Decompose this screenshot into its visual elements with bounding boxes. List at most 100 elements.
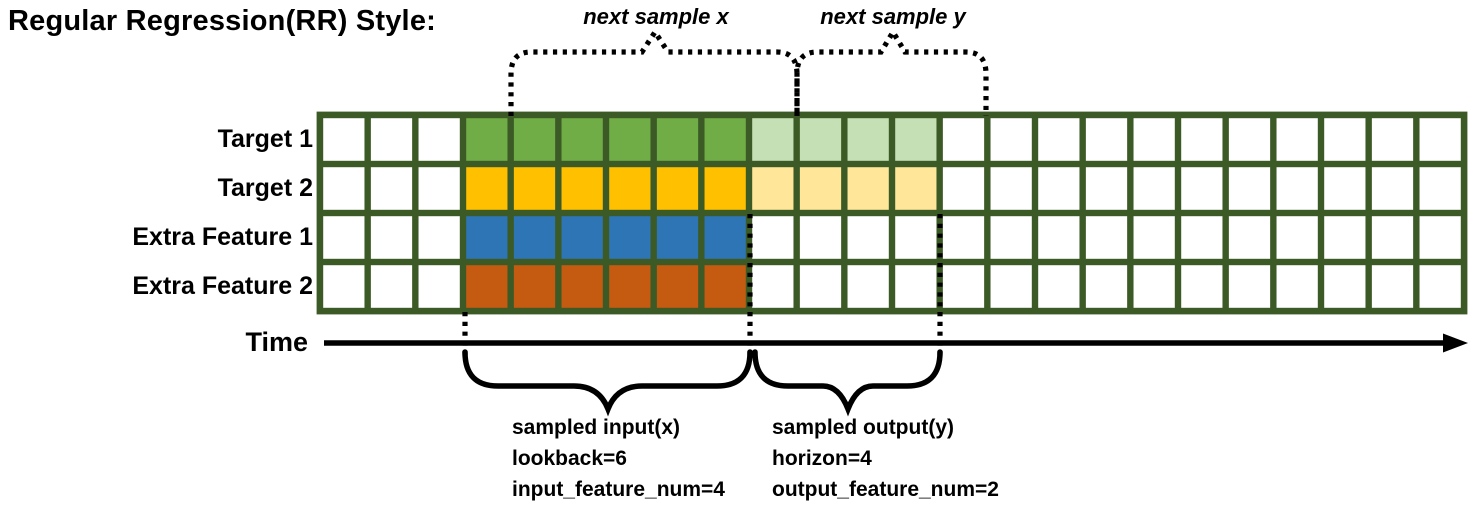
grid-cell bbox=[990, 216, 1032, 259]
grid-cell bbox=[609, 216, 651, 259]
grid-cell bbox=[847, 118, 889, 161]
grid-cell bbox=[1371, 216, 1414, 259]
lookback-value: lookback=6 bbox=[512, 447, 627, 470]
grid-cell bbox=[990, 265, 1032, 308]
grid-cell bbox=[466, 265, 508, 308]
sampled-output-annotation: sampled output(y) horizon=4 output_featu… bbox=[772, 412, 999, 505]
grid-cell bbox=[609, 118, 651, 161]
grid-cell bbox=[1085, 216, 1128, 259]
row-label-target-1: Target 1 bbox=[217, 125, 313, 153]
grid-cell bbox=[847, 265, 889, 308]
next-sample-x-label: next sample x bbox=[583, 4, 729, 29]
grid-cell bbox=[847, 167, 889, 210]
grid-cell bbox=[466, 216, 508, 259]
grid-cell bbox=[1181, 216, 1223, 259]
grid-cell bbox=[704, 216, 746, 259]
sampled-input-title: sampled input(x) bbox=[512, 416, 681, 439]
grid-cell bbox=[1133, 265, 1175, 308]
grid-cell bbox=[1419, 118, 1461, 161]
grid-cell bbox=[1276, 167, 1318, 210]
grid-cell bbox=[656, 167, 699, 210]
grid-cell bbox=[609, 265, 651, 308]
grid-cell bbox=[656, 118, 699, 161]
grid-cell bbox=[1085, 167, 1128, 210]
grid-cell bbox=[513, 118, 556, 161]
diagram-title: Regular Regression(RR) Style: bbox=[8, 5, 436, 37]
grid-cell bbox=[418, 216, 460, 259]
grid-cell bbox=[1133, 167, 1175, 210]
grid-cell bbox=[323, 265, 365, 308]
grid-cell bbox=[370, 118, 413, 161]
grid-cell bbox=[656, 265, 699, 308]
grid-cell bbox=[418, 167, 460, 210]
grid-cells bbox=[323, 118, 1461, 308]
grid-cell bbox=[370, 265, 413, 308]
row-label-extra-feature-2: Extra Feature 2 bbox=[132, 272, 313, 300]
sampled-output-title: sampled output(y) bbox=[772, 416, 954, 439]
grid-cell bbox=[513, 167, 556, 210]
sampled-input-brace bbox=[462, 349, 753, 417]
next-sample-y-label: next sample y bbox=[820, 4, 966, 29]
horizon-value: horizon=4 bbox=[772, 447, 872, 470]
grid-cell bbox=[752, 216, 794, 259]
grid-cell bbox=[799, 216, 842, 259]
grid-cell bbox=[1228, 167, 1271, 210]
grid-cell bbox=[752, 167, 794, 210]
grid-cell bbox=[1038, 167, 1080, 210]
grid-cell bbox=[799, 265, 842, 308]
sampled-input-annotation: sampled input(x) lookback=6 input_featur… bbox=[512, 412, 725, 505]
grid-cell bbox=[704, 265, 746, 308]
grid-cell bbox=[895, 167, 937, 210]
grid-cell bbox=[561, 118, 603, 161]
grid-cell bbox=[561, 265, 603, 308]
grid-cell bbox=[752, 265, 794, 308]
grid-cell bbox=[1276, 265, 1318, 308]
grid-cell bbox=[1038, 265, 1080, 308]
grid-cell bbox=[466, 167, 508, 210]
grid-cell bbox=[1133, 216, 1175, 259]
time-axis-label: Time bbox=[245, 327, 308, 357]
grid-cell bbox=[752, 118, 794, 161]
grid-border-background bbox=[316, 111, 1468, 315]
grid-cell bbox=[942, 265, 985, 308]
grid-cell bbox=[1324, 167, 1366, 210]
grid-cell bbox=[1228, 265, 1271, 308]
grid-cell bbox=[990, 167, 1032, 210]
grid-cell bbox=[1038, 118, 1080, 161]
grid-cell bbox=[1181, 265, 1223, 308]
sampled-output-brace bbox=[752, 349, 943, 417]
grid-cell bbox=[895, 216, 937, 259]
grid-cell bbox=[323, 118, 365, 161]
grid-cell bbox=[1419, 265, 1461, 308]
grid-cell bbox=[1085, 265, 1128, 308]
grid-cell bbox=[561, 167, 603, 210]
grid-cell bbox=[1228, 216, 1271, 259]
grid-cell bbox=[1038, 216, 1080, 259]
grid-cell bbox=[513, 265, 556, 308]
grid-cell bbox=[704, 118, 746, 161]
grid-cell bbox=[895, 265, 937, 308]
grid-cell bbox=[942, 118, 985, 161]
grid-cell bbox=[1371, 265, 1414, 308]
grid-cell bbox=[370, 216, 413, 259]
grid-cell bbox=[561, 216, 603, 259]
input-feature-num-value: input_feature_num=4 bbox=[512, 478, 725, 501]
time-axis-arrowhead bbox=[1443, 333, 1468, 353]
grid-cell bbox=[1419, 216, 1461, 259]
grid-cell bbox=[1276, 216, 1318, 259]
grid-cell bbox=[942, 167, 985, 210]
grid-cell bbox=[1181, 167, 1223, 210]
output-feature-num-value: output_feature_num=2 bbox=[772, 478, 999, 501]
grid-cell bbox=[1419, 167, 1461, 210]
grid-cell bbox=[466, 118, 508, 161]
next-sample-x-brace bbox=[508, 27, 800, 116]
grid-cell bbox=[1371, 118, 1414, 161]
grid-cell bbox=[609, 167, 651, 210]
grid-cell bbox=[799, 118, 842, 161]
grid-cell bbox=[1324, 118, 1366, 161]
row-label-extra-feature-1: Extra Feature 1 bbox=[132, 223, 313, 251]
grid-cell bbox=[1133, 118, 1175, 161]
grid-cell bbox=[513, 216, 556, 259]
